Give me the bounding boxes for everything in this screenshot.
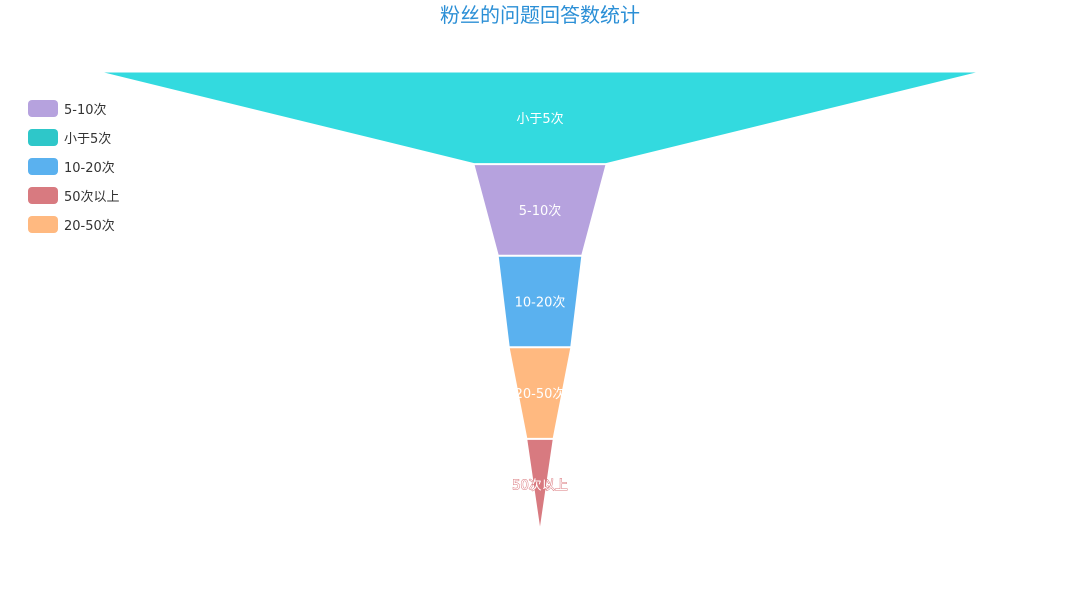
funnel-segment-label: 10-20次 (515, 295, 566, 311)
funnel-segment-label: 20-50次 (515, 386, 566, 402)
legend: 5-10次小于5次 10-20次 50次以上 20-50次 (28, 94, 120, 239)
legend-label: 小于5次 (64, 132, 112, 147)
funnel-segment-label: 小于5次 (516, 111, 563, 127)
legend-swatch (28, 216, 58, 233)
legend-item[interactable]: 20-50次 (28, 210, 120, 239)
funnel-segment-label: 50次以上 (512, 478, 568, 494)
funnel-segment-label: 5-10次 (519, 203, 562, 219)
legend-item[interactable]: 小于5次 (28, 123, 120, 152)
legend-swatch (28, 158, 58, 175)
legend-label: 20-50次 (64, 219, 115, 234)
funnel-segment[interactable] (473, 164, 607, 256)
legend-label: 5-10次 (64, 103, 107, 118)
legend-item[interactable]: 50次以上 (28, 181, 120, 210)
legend-swatch (28, 187, 58, 204)
funnel-segment[interactable] (497, 255, 583, 348)
legend-item[interactable]: 5-10次 (28, 94, 120, 123)
legend-item[interactable]: 10-20次 (28, 152, 120, 181)
funnel-segment[interactable] (526, 438, 554, 531)
funnel-segment[interactable] (508, 347, 572, 439)
chart-title: 粉丝的问题回答数统计 (440, 3, 640, 27)
funnel-segment[interactable] (99, 71, 981, 165)
legend-label: 10-20次 (64, 161, 115, 176)
legend-swatch (28, 129, 58, 146)
legend-label: 50次以上 (64, 190, 120, 205)
legend-swatch (28, 100, 58, 117)
